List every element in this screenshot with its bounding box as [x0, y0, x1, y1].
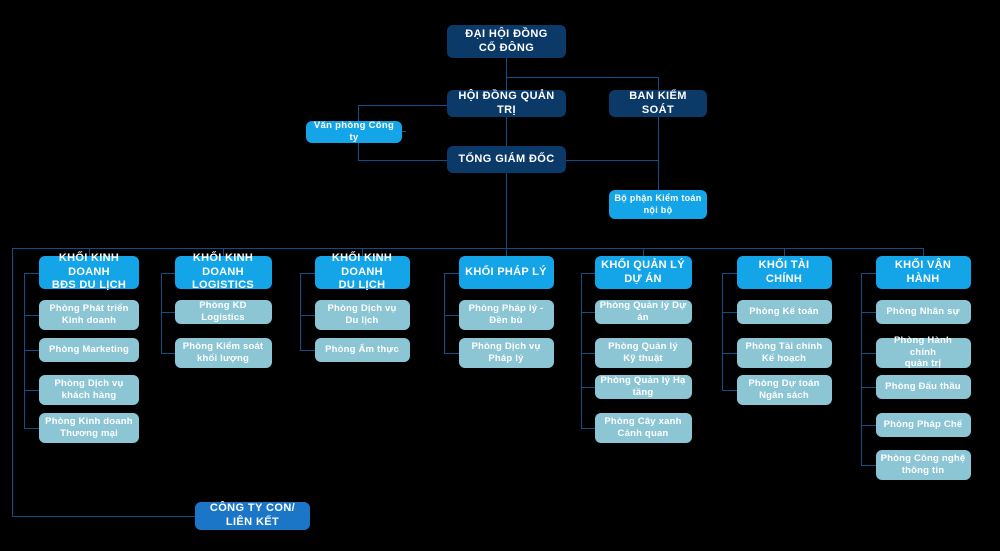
division-header[interactable]: KHỐI TÀI CHÍNH	[736, 256, 832, 289]
connector-header-stub	[24, 273, 43, 274]
connector-department-stub	[861, 425, 880, 426]
connector-column-spine	[861, 273, 862, 466]
connector-department-stub	[300, 350, 319, 351]
connector-drop-2	[223, 248, 224, 256]
connector-supervisory-down	[658, 117, 659, 190]
connector-board-to-ceo	[506, 117, 507, 147]
node-ceo[interactable]: TỔNG GIÁM ĐỐC	[447, 146, 566, 173]
connector-department-stub	[861, 353, 880, 354]
connector-column-spine	[581, 273, 582, 428]
connector-department-stub	[722, 353, 741, 354]
connector-department-stub	[300, 315, 319, 316]
node-company-office[interactable]: Văn phòng Công ty	[306, 120, 402, 143]
connector-ceo-right	[565, 160, 658, 161]
connector-department-stub	[24, 350, 43, 351]
connector-shareholders-down	[506, 55, 507, 77]
connector-department-stub	[444, 353, 463, 354]
connector-department-stub	[581, 428, 599, 429]
connector-column-spine	[444, 273, 445, 353]
connector-department-stub	[581, 387, 599, 388]
department-node[interactable]: Phòng Pháp lý -Đền bù	[458, 300, 554, 330]
node-board-of-directors[interactable]: HỘI ĐỒNG QUẢN TRỊ	[447, 90, 566, 117]
connector-department-stub	[581, 353, 599, 354]
connector-header-stub	[722, 273, 741, 274]
division-header[interactable]: KHỐI VẬN HÀNH	[875, 256, 971, 289]
connector-department-stub	[861, 387, 880, 388]
connector-to-supervisory	[658, 77, 659, 90]
connector-drop-4	[506, 248, 507, 256]
connector-drop-1	[89, 248, 90, 256]
connector-department-stub	[581, 312, 599, 313]
connector-department-stub	[722, 390, 741, 391]
department-node[interactable]: Phòng Quản lý Hạ tầng	[594, 375, 692, 399]
connector-column-spine	[722, 273, 723, 391]
connector-department-stub	[161, 353, 179, 354]
connector-department-stub	[861, 465, 880, 466]
department-node[interactable]: Phòng Quản lý Dự án	[594, 300, 692, 324]
connector-drop-7	[923, 248, 924, 256]
connector-department-stub	[24, 428, 43, 429]
department-node[interactable]: Phòng Pháp Chế	[875, 412, 971, 437]
connector-drop-3	[362, 248, 363, 256]
department-node[interactable]: Phòng Marketing	[39, 337, 139, 362]
connector-board-left	[358, 105, 448, 106]
connector-shareholders-bus	[506, 77, 659, 78]
department-node[interactable]: Phòng Nhân sự	[875, 300, 971, 324]
connector-department-stub	[161, 312, 179, 313]
connector-ceo-left	[358, 160, 448, 161]
node-subsidiaries[interactable]: CÔNG TY CON/ LIÊN KẾT	[195, 502, 310, 530]
connector-drop-5	[643, 248, 644, 256]
connector-department-stub	[861, 312, 880, 313]
department-node[interactable]: Phòng Ẩm thực	[314, 337, 410, 362]
division-header[interactable]: KHỐI PHÁP LÝ	[458, 256, 554, 289]
department-node[interactable]: Phòng Đấu thầu	[875, 375, 971, 399]
connector-header-stub	[581, 273, 599, 274]
connector-ceo-down	[506, 173, 507, 248]
node-supervisory-board[interactable]: BAN KIỂM SOÁT	[609, 90, 707, 117]
connector-subsidiary-link	[12, 516, 195, 517]
connector-department-stub	[444, 315, 463, 316]
department-node[interactable]: Phòng KD Logistics	[174, 300, 272, 324]
connector-subsidiary-spine	[12, 248, 13, 516]
connector-department-stub	[722, 312, 741, 313]
connector-header-stub	[444, 273, 463, 274]
connector-department-stub	[24, 390, 43, 391]
connector-column-spine	[300, 273, 301, 350]
connector-office-stub	[401, 131, 406, 132]
connector-division-bus	[12, 248, 924, 249]
connector-to-board	[506, 77, 507, 90]
connector-column-spine	[24, 273, 25, 428]
connector-header-stub	[161, 273, 179, 274]
connector-department-stub	[24, 315, 43, 316]
connector-header-stub	[300, 273, 319, 274]
connector-column-spine	[161, 273, 162, 353]
connector-drop-6	[784, 248, 785, 256]
department-node[interactable]: Phòng Kế toán	[736, 300, 832, 324]
connector-header-stub	[861, 273, 880, 274]
